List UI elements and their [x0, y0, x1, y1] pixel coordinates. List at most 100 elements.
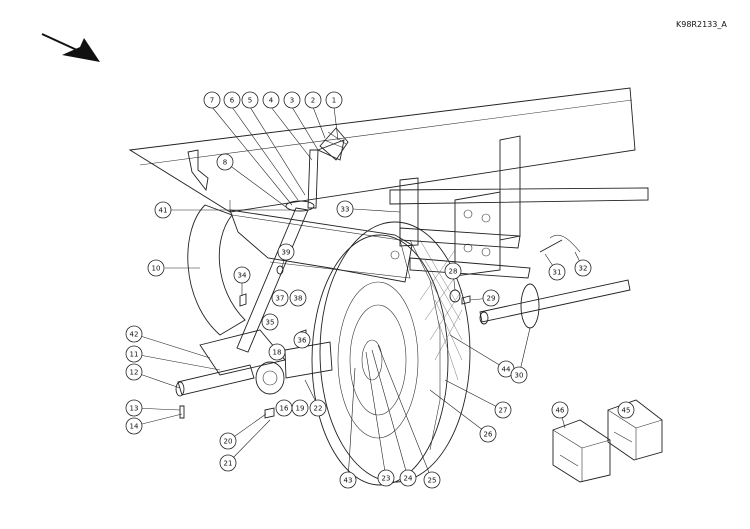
mounting-brackets	[399, 135, 521, 277]
callout-number: 31	[553, 269, 562, 277]
callout-13: 13	[125, 399, 143, 417]
callout-number: 20	[224, 438, 233, 446]
callout-8: 8	[216, 153, 234, 171]
callout-number: 25	[428, 477, 437, 485]
callout-31: 31	[548, 263, 566, 281]
callout-number: 28	[449, 268, 458, 276]
tire-tread	[419, 239, 463, 381]
vertical-shaft	[236, 149, 319, 353]
callout-16: 16	[275, 399, 293, 417]
callout-number: 3	[290, 97, 294, 105]
callout-10: 10	[147, 259, 165, 277]
callout-27: 27	[494, 401, 512, 419]
callout-number: 34	[238, 272, 247, 280]
callout-22: 22	[309, 399, 327, 417]
callout-38: 38	[289, 289, 307, 307]
callout-29: 29	[482, 289, 500, 307]
callout-number: 33	[341, 206, 350, 214]
callout-5: 5	[241, 91, 259, 109]
callout-39: 39	[277, 243, 295, 261]
callout-number: 2	[311, 97, 315, 105]
callout-number: 27	[499, 407, 508, 415]
callout-37: 37	[271, 289, 289, 307]
callout-20: 20	[219, 432, 237, 450]
callout-45: 45	[617, 401, 635, 419]
callout-number: 46	[556, 407, 565, 415]
callout-number: 29	[487, 295, 496, 303]
direction-arrow-icon	[41, 33, 100, 62]
callout-25: 25	[423, 471, 441, 489]
callout-18: 18	[268, 343, 286, 361]
callout-number: 38	[294, 295, 303, 303]
wheel-assembly	[311, 221, 471, 486]
frame-beam	[128, 87, 636, 213]
parts-box-46	[552, 419, 611, 483]
callout-number: 30	[515, 372, 524, 380]
callout-42: 42	[125, 325, 143, 343]
clip-part	[187, 149, 209, 192]
upper-arm	[229, 209, 413, 283]
callout-number: 43	[344, 477, 353, 485]
callout-number: 13	[130, 405, 139, 413]
callout-number: 11	[130, 351, 139, 359]
callout-11: 11	[125, 345, 143, 363]
callout-14: 14	[125, 417, 143, 435]
callout-30: 30	[510, 366, 528, 384]
callout-41: 41	[154, 201, 172, 219]
callout-number: 45	[622, 407, 631, 415]
callout-number: 39	[282, 249, 291, 257]
callout-6: 6	[223, 91, 241, 109]
callout-number: 12	[130, 369, 139, 377]
callout-number: 44	[502, 366, 511, 374]
callout-21: 21	[219, 454, 237, 472]
document-id: K98R2133_A	[676, 20, 727, 29]
callout-number: 8	[223, 159, 227, 167]
callout-number: 1	[332, 97, 336, 105]
callout-23: 23	[377, 469, 395, 487]
callout-7: 7	[203, 91, 221, 109]
callout-number: 18	[273, 349, 282, 357]
parts-box-45	[607, 399, 663, 461]
callout-number: 19	[296, 405, 305, 413]
callout-12: 12	[125, 363, 143, 381]
callout-32: 32	[574, 259, 592, 277]
lower-gearbox	[199, 329, 333, 395]
callout-number: 32	[579, 265, 588, 273]
callout-number: 36	[298, 337, 307, 345]
callout-36: 36	[293, 331, 311, 349]
callout-number: 24	[404, 475, 413, 483]
callout-number: 42	[130, 331, 139, 339]
callout-number: 7	[210, 97, 214, 105]
callout-number: 16	[280, 405, 289, 413]
callout-46: 46	[551, 401, 569, 419]
callout-19: 19	[291, 399, 309, 417]
callout-number: 21	[224, 460, 233, 468]
callout-number: 35	[266, 319, 275, 327]
callout-4: 4	[262, 91, 280, 109]
callout-24: 24	[399, 469, 417, 487]
callout-number: 5	[248, 97, 252, 105]
callout-number: 10	[152, 265, 161, 273]
callout-number: 22	[314, 405, 323, 413]
callout-number: 26	[484, 431, 493, 439]
callout-number: 37	[276, 295, 285, 303]
callout-number: 6	[230, 97, 235, 105]
input-shaft	[175, 364, 255, 397]
callout-number: 23	[382, 475, 391, 483]
callout-34: 34	[233, 266, 251, 284]
callout-35: 35	[261, 313, 279, 331]
top-bevel-gear	[316, 127, 349, 161]
callout-number: 41	[159, 207, 168, 215]
callout-33: 33	[336, 200, 354, 218]
wheel-guard	[187, 204, 411, 336]
leader-lines	[133, 106, 627, 481]
axle	[479, 279, 631, 329]
callout-2: 2	[304, 91, 322, 109]
small-hardware	[179, 234, 581, 419]
callout-43: 43	[339, 471, 357, 489]
callout-28: 28	[444, 262, 462, 280]
callout-1: 1	[325, 91, 343, 109]
callout-number: 4	[269, 97, 274, 105]
